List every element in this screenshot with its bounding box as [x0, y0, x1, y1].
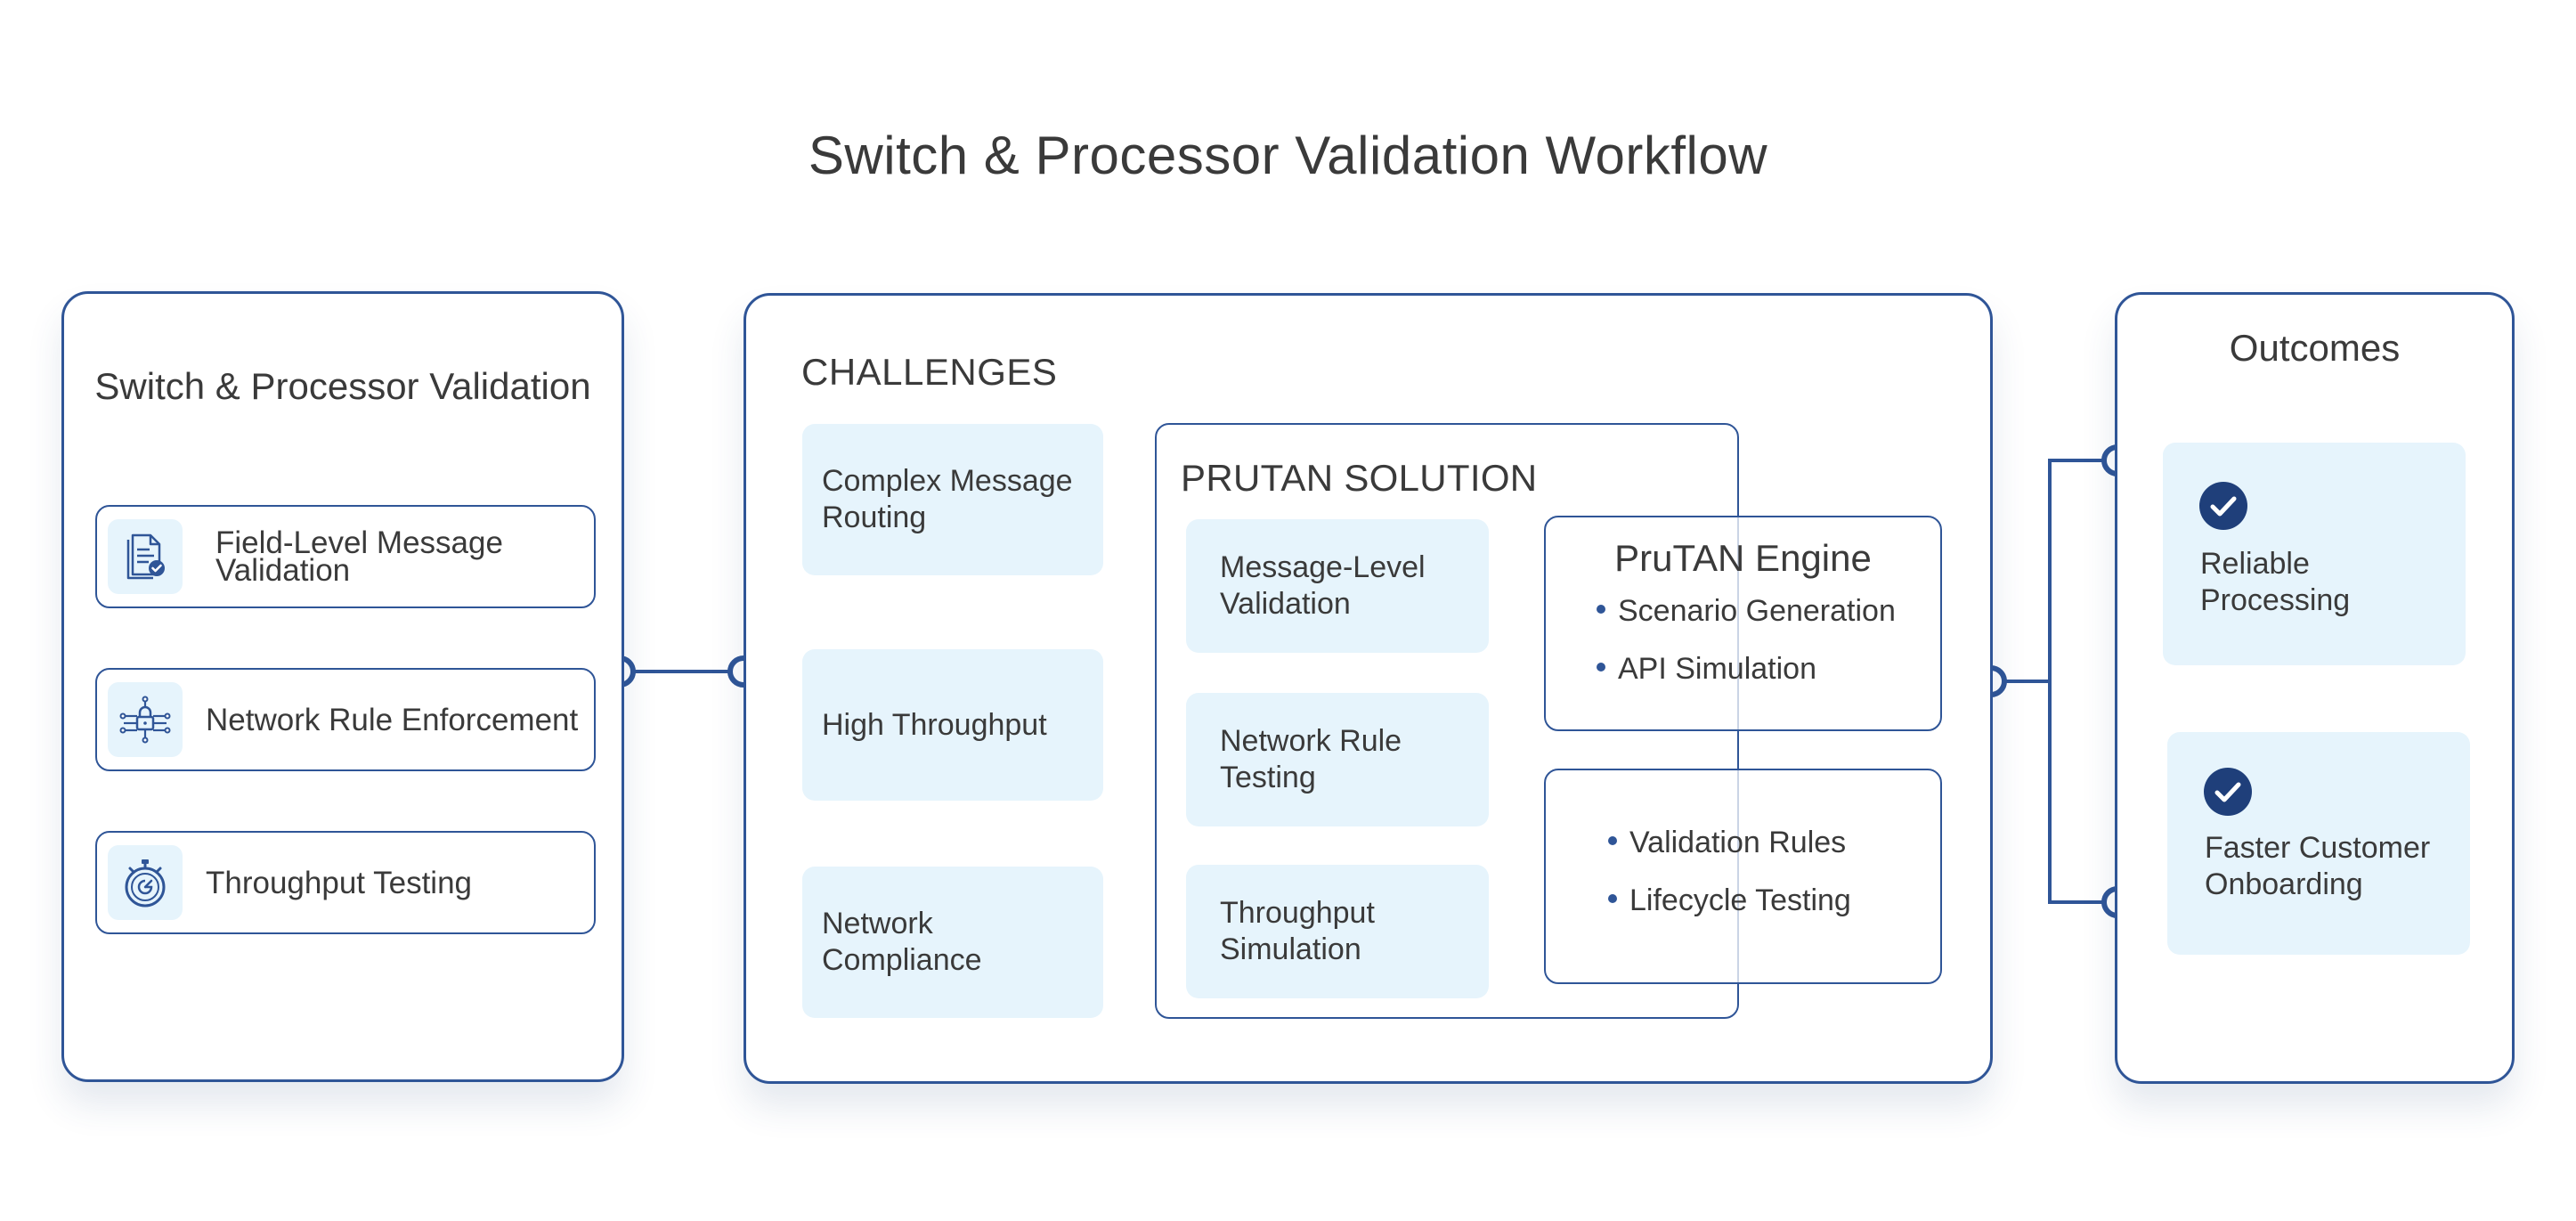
bullet-dot — [1608, 894, 1617, 904]
solution-label: Throughput Simulation — [1220, 896, 1375, 966]
challenge-label: Complex Message Routing — [822, 464, 1073, 534]
stopwatch-icon — [108, 845, 183, 920]
solution-box: PRUTAN SOLUTION Message-Level Validation… — [1155, 423, 1739, 1019]
challenges-title: CHALLENGES — [801, 351, 1058, 393]
page-title: Switch & Processor Validation Workflow — [808, 126, 1768, 185]
engine-box: PruTAN Engine Scenario Generation API Si… — [1544, 516, 1942, 731]
engine-title: PruTAN Engine — [1614, 537, 1872, 579]
outcomes-branch — [2048, 459, 2117, 904]
solution-label: Network Rule Testing — [1220, 724, 1402, 794]
challenge-card: Network Compliance — [802, 867, 1103, 1018]
solution-card: Message-Level Validation — [1186, 519, 1489, 653]
challenge-card: Complex Message Routing — [802, 424, 1103, 575]
validation-panel: Switch & Processor Validation Field-Leve… — [61, 291, 624, 1082]
outcome-card: Reliable Processing — [2163, 443, 2466, 665]
document-check-icon — [108, 519, 183, 594]
challenge-card: High Throughput — [802, 649, 1103, 801]
engine-bullet: Scenario Generation — [1597, 594, 1896, 629]
workflow-panel: CHALLENGES Complex Message Routing High … — [744, 293, 1993, 1084]
bullet-dot — [1597, 663, 1605, 672]
engine-bullet: API Simulation — [1597, 652, 1816, 687]
challenge-label: High Throughput — [822, 707, 1047, 742]
network-lock-icon — [108, 682, 183, 757]
outcome-label: Faster Customer Onboarding — [2205, 831, 2431, 901]
engine-bullet-label: Lifecycle Testing — [1629, 883, 1851, 917]
solution-card: Network Rule Testing — [1186, 693, 1489, 826]
feature-network-rule-enforcement: Network Rule Enforcement — [95, 668, 596, 771]
outcome-label: Reliable Processing — [2200, 547, 2351, 617]
engine-bullet-label: Validation Rules — [1629, 826, 1847, 859]
feature-label: Field-Level Message Validation — [215, 525, 503, 588]
engine-bullet: Lifecycle Testing — [1608, 883, 1851, 918]
challenge-label: Network Compliance — [822, 907, 982, 977]
solution-title: PRUTAN SOLUTION — [1181, 457, 1538, 499]
check-circle-icon — [2204, 768, 2252, 816]
outcome-card: Faster Customer Onboarding — [2167, 732, 2470, 955]
engine-bullet-label: API Simulation — [1618, 652, 1816, 686]
engine-bullet: Validation Rules — [1608, 826, 1846, 860]
feature-field-level-validation: Field-Level Message Validation — [95, 505, 596, 608]
solution-label: Message-Level Validation — [1220, 550, 1426, 621]
feature-throughput-testing: Throughput Testing — [95, 831, 596, 934]
solution-card: Throughput Simulation — [1186, 865, 1489, 998]
outcomes-title: Outcomes — [2229, 327, 2401, 369]
bullet-dot — [1597, 605, 1605, 615]
outcomes-panel: Outcomes Reliable Processing Faster Cust… — [2115, 292, 2515, 1084]
engine-rules-box: Validation Rules Lifecycle Testing — [1544, 769, 1942, 984]
check-circle-icon — [2199, 482, 2247, 530]
validation-panel-title: Switch & Processor Validation — [94, 365, 591, 407]
feature-label: Network Rule Enforcement — [206, 702, 579, 737]
feature-label: Throughput Testing — [206, 865, 473, 900]
engine-bullet-label: Scenario Generation — [1618, 594, 1896, 628]
bullet-dot — [1608, 836, 1617, 846]
